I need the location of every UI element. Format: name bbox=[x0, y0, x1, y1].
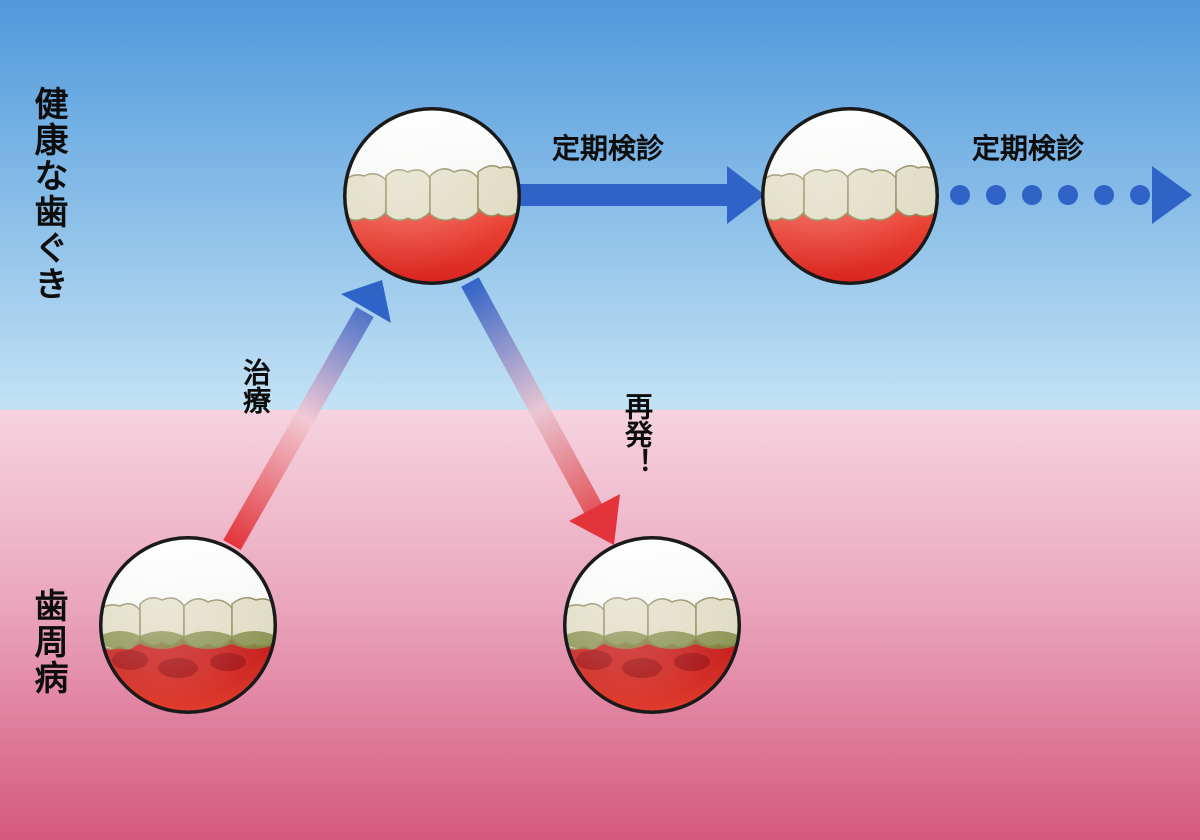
node-relapse bbox=[563, 536, 741, 714]
treatment-arrow bbox=[223, 280, 391, 550]
checkup-label-1: 定期検診 bbox=[552, 132, 665, 165]
disease-zone-label: 歯周病 bbox=[28, 588, 68, 696]
checkup-label-2: 定期検診 bbox=[972, 132, 1085, 165]
healthy-zone-label: 健康な歯ぐき bbox=[28, 86, 68, 302]
checkup-arrow-1 bbox=[515, 166, 765, 224]
checkup-dotted-arrow bbox=[950, 166, 1192, 224]
node-periodontal-disease bbox=[99, 536, 277, 714]
node-treated-healthy bbox=[343, 107, 521, 285]
recurrence-label: 再発！ bbox=[621, 392, 654, 476]
recurrence-arrow bbox=[461, 277, 620, 545]
node-maintained-healthy bbox=[761, 107, 939, 285]
treatment-label: 治療 bbox=[239, 358, 272, 414]
